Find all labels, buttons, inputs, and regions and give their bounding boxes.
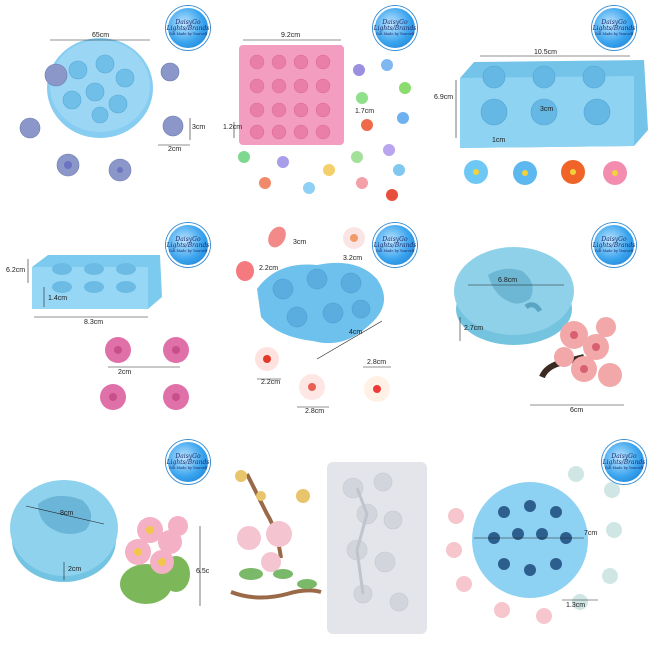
dimension-label: 6.5c xyxy=(196,568,210,575)
round-mold-illustration xyxy=(19,38,191,182)
dimension-label: 6.9cm xyxy=(434,94,454,101)
dimension-label: 1.4cm xyxy=(48,295,68,302)
dimension-label: 10.5cm xyxy=(534,49,557,56)
panel-peach-blossom-mold: 3cm 2.2cm 3.2cm 2.2cm 2.8cm 2.8cm 4cm Da… xyxy=(217,217,433,433)
dimension-label: 9.2cm xyxy=(281,32,301,39)
dimension-label: 1.2cm xyxy=(223,124,243,131)
dimension-label: 65cm xyxy=(92,32,110,39)
dimension-label: 2.2cm xyxy=(259,265,279,272)
dimension-label: 4cm xyxy=(349,329,363,336)
bouquet-mold-illustration xyxy=(10,480,201,606)
rectangle-mold-illustration xyxy=(455,55,648,185)
dimension-label: 3cm xyxy=(192,124,206,131)
dimension-label: 2.8cm xyxy=(305,408,325,415)
dimension-label: 3cm xyxy=(540,106,554,113)
panel-branch-leaves-mold xyxy=(217,434,433,650)
pink-mold-illustration xyxy=(233,39,411,201)
six-cavity-illustration xyxy=(27,255,189,410)
dimension-label: 2cm xyxy=(118,369,132,376)
dimension-label: 1cm xyxy=(492,137,506,144)
peach-mold-illustration xyxy=(236,226,391,408)
dimension-label: 2.2cm xyxy=(261,379,281,386)
small-blossom-illustration xyxy=(446,466,622,624)
dimension-label: 8.3cm xyxy=(84,319,104,326)
dimension-label: 2.7cm xyxy=(464,325,484,332)
branch-leaves-illustration xyxy=(230,462,427,634)
dimension-label: 1.3cm xyxy=(566,602,586,609)
dimension-label: 1.7cm xyxy=(355,108,375,115)
branch-mold-illustration xyxy=(454,247,624,406)
dimension-label: 3.2cm xyxy=(343,255,363,262)
dimension-label: 2.8cm xyxy=(367,359,387,366)
dimension-label: 7cm xyxy=(584,530,598,537)
dimension-label: 2cm xyxy=(168,146,182,153)
dimension-label: 8cm xyxy=(60,510,74,517)
dimension-label: 6.2cm xyxy=(6,267,26,274)
dimension-label: 3cm xyxy=(293,239,307,246)
dimension-label: 6cm xyxy=(570,407,584,414)
dimension-label: 6.8cm xyxy=(498,277,518,284)
dimension-label: 2cm xyxy=(68,566,82,573)
